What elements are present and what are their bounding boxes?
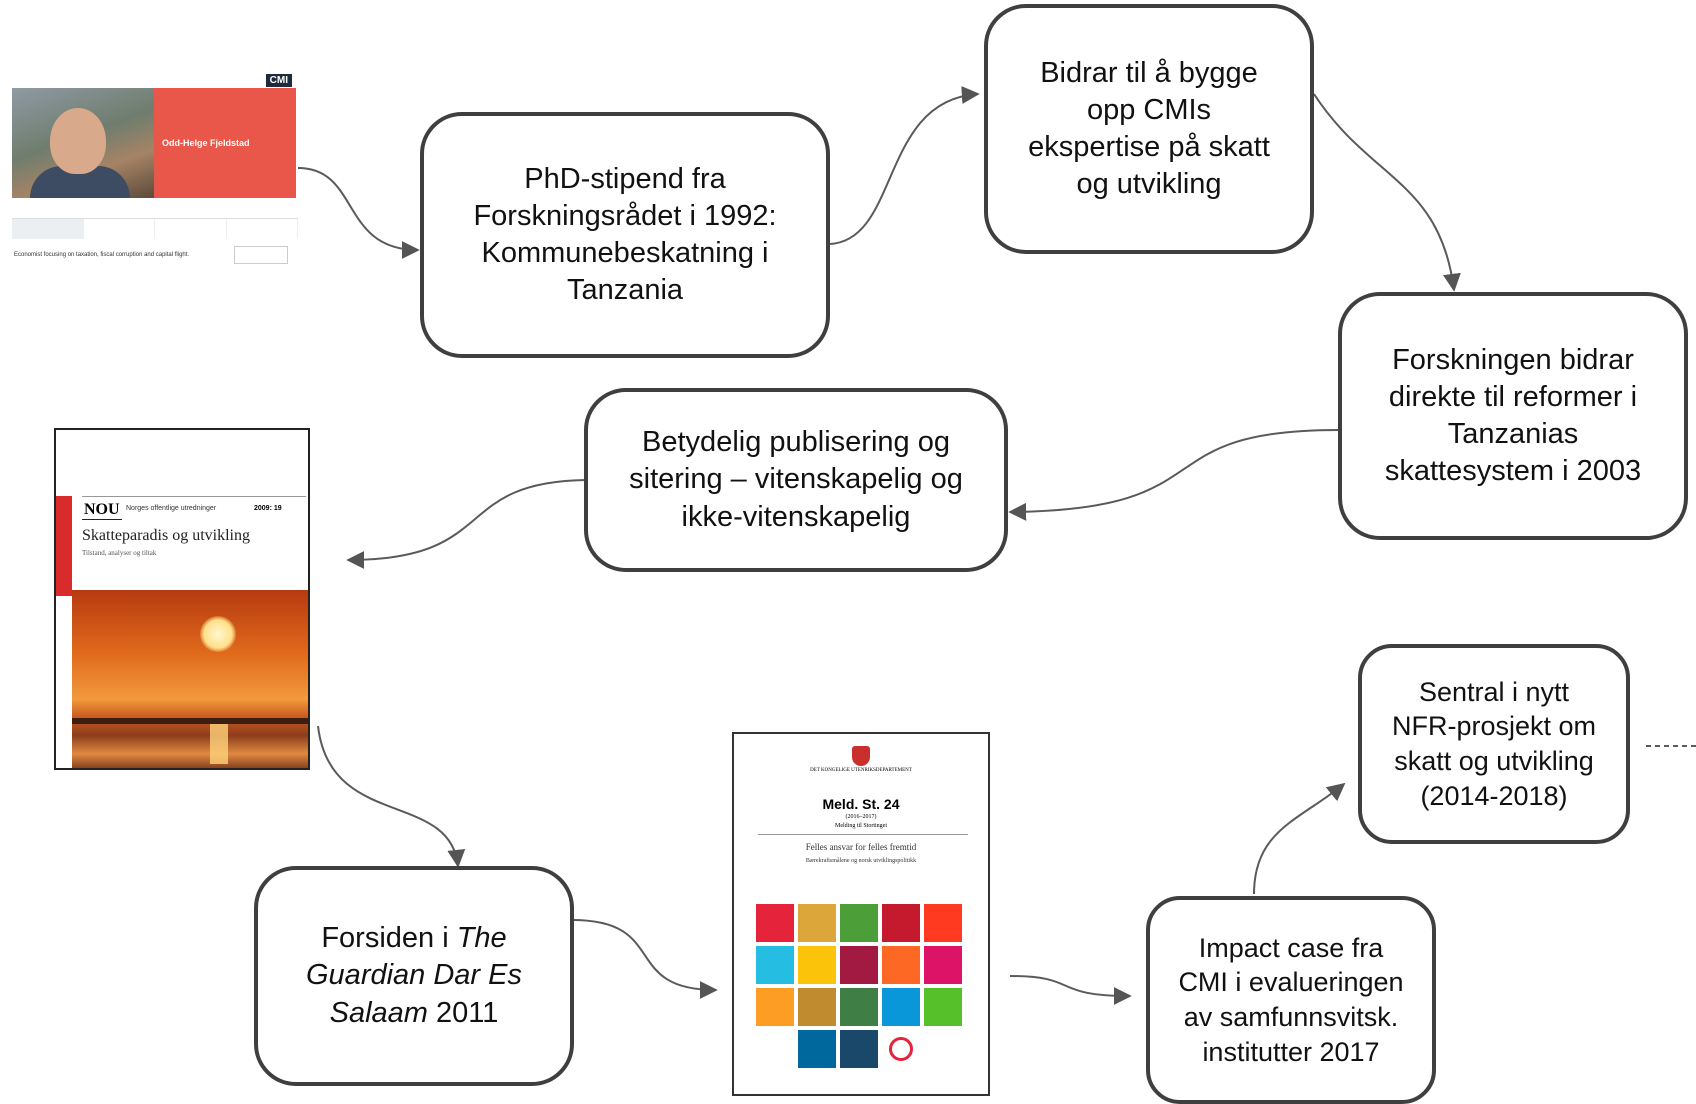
horizon [72,718,308,724]
sdg-logo-icon [889,1037,913,1061]
meld-subheading: Bærekraftsmålene og norsk utviklingspoli… [805,858,917,864]
nou-number: 2009: 19 [254,505,282,512]
node-phd: PhD-stipend fra Forskningsrådet i 1992: … [420,112,830,358]
nou-title: Skatteparadis og utvikling [82,527,250,544]
node-reformer-text: Forskningen bidrar direkte til reformer … [1384,343,1642,488]
sdg-tile [924,946,962,984]
arrow-cmi-to-phd [297,167,420,259]
node-sentral: Sentral i nytt NFR-prosjekt om skatt og … [1358,644,1630,844]
sdg-tile [798,946,836,984]
sdg-tile [798,904,836,942]
sdg-tile [840,904,878,942]
sun-reflection [210,724,228,764]
sdg-tile [756,988,794,1026]
node-publisering-text: Betydelig publisering og sitering – vite… [629,426,963,533]
arrow-bidrar-to-reformer [1313,93,1461,292]
profile-header-panel: Odd-Helge Fjeldstad [154,88,296,198]
cmi-logo: CMI [265,74,292,87]
profile-name: Odd-Helge Fjeldstad [162,138,250,148]
meld-title: Meld. St. 24 [822,796,900,812]
sun [200,616,236,652]
profile-tab [84,219,155,239]
profile-tab [155,219,227,239]
sdg-tile [798,1030,836,1068]
arrow-phd-to-bidrar [829,86,980,245]
contact-box [234,246,288,264]
node-sentral-text: Sentral i nytt NFR-prosjekt om skatt og … [1391,676,1597,811]
profile-photo [12,88,154,198]
sdg-tile [924,904,962,942]
meld-rule [758,834,968,835]
sdg-tile [840,1030,878,1068]
sdg-tile [924,988,962,1026]
node-impact-text: Impact case fra CMI i evalueringen av sa… [1178,932,1404,1067]
nou-series: NOU [82,501,122,520]
nou-subtitle: Tilstand, analyser og tiltak [82,549,157,557]
sdg-tile [882,946,920,984]
sdg-goals-grid [756,904,968,1068]
nou-header: NOU Norges offentlige utredninger 2009: … [82,496,306,597]
photo-face [50,108,106,174]
forsiden-pre: Forsiden i [321,922,457,955]
forsiden-italic: The Guardian Dar Es Salaam [306,922,522,1029]
sdg-tile [798,988,836,1026]
node-phd-text: PhD-stipend fra Forskningsrådet i 1992: … [473,162,777,307]
node-impact: Impact case fra CMI i evalueringen av sa… [1146,896,1436,1104]
meld-st-cover: DET KONGELIGE UTENRIKSDEPARTEMENT Meld. … [732,732,990,1096]
sdg-tile [756,904,794,942]
node-reformer: Forskningen bidrar direkte til reformer … [1338,292,1688,540]
arrow-forsiden-to-meld [571,919,718,999]
arrow-meld-to-impact [1009,975,1132,1005]
node-forsiden: Forsiden i The Guardian Dar Es Salaam 20… [254,866,574,1086]
arrow-publisering-to-nou [346,479,587,569]
forsiden-post: 2011 [427,996,499,1029]
sdg-tile [840,946,878,984]
meld-heading: Felles ansvar for felles fremtid [805,842,917,852]
node-forsiden-text: Forsiden i The Guardian Dar Es Salaam 20… [284,920,544,1031]
cmi-topbar: CMI [12,72,298,88]
nou-series-full: Norges offentlige utredninger [126,505,217,512]
arrow-nou-to-forsiden [317,725,466,868]
sdg-tile [882,988,920,1026]
profile-tab [12,219,84,239]
profile-tabs [12,218,298,239]
nou-report-cover: NOU Norges offentlige utredninger 2009: … [54,428,310,770]
arrow-reformer-to-publisering [1008,429,1339,521]
nou-red-strip [56,496,72,596]
profile-bio: Economist focusing on taxation, fiscal c… [14,252,190,258]
sdg-tile [840,988,878,1026]
sdg-tile [756,946,794,984]
node-bidrar-text: Bidrar til å bygge opp CMIs ekspertise p… [1028,56,1270,201]
sunset-image [72,590,308,768]
meld-to: Melding til Stortinget [835,823,887,829]
royal-crest-icon [852,746,870,766]
node-publisering: Betydelig publisering og sitering – vite… [584,388,1008,572]
arrow-impact-to-sentral [1253,782,1346,895]
node-bidrar: Bidrar til å bygge opp CMIs ekspertise p… [984,4,1314,254]
profile-tab [227,219,298,239]
cmi-profile-screenshot: CMI Odd-Helge Fjeldstad Economist focusi… [12,72,298,268]
sdg-tile [882,904,920,942]
meld-years: (2016–2017) [845,814,877,820]
meld-department: DET KONGELIGE UTENRIKSDEPARTEMENT [810,768,912,773]
